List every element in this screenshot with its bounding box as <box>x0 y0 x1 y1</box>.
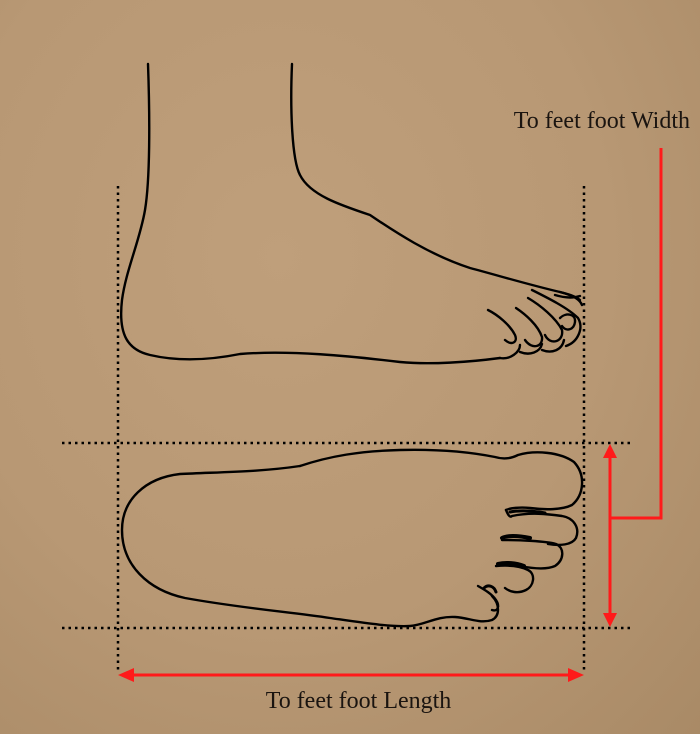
length-arrowhead-right <box>568 668 584 682</box>
width-arrowhead-top <box>603 444 617 458</box>
guide-lines <box>62 186 630 670</box>
width-arrowhead-bottom <box>603 613 617 627</box>
length-arrowhead-left <box>118 668 134 682</box>
length-label: To feet foot Length <box>265 688 452 714</box>
width-leader-line <box>610 148 663 520</box>
foot-side-view-icon <box>119 62 584 365</box>
foot-sole-view-icon <box>120 448 584 628</box>
width-dimension-arrow <box>608 148 663 620</box>
width-label: To feet foot Width <box>513 108 690 134</box>
